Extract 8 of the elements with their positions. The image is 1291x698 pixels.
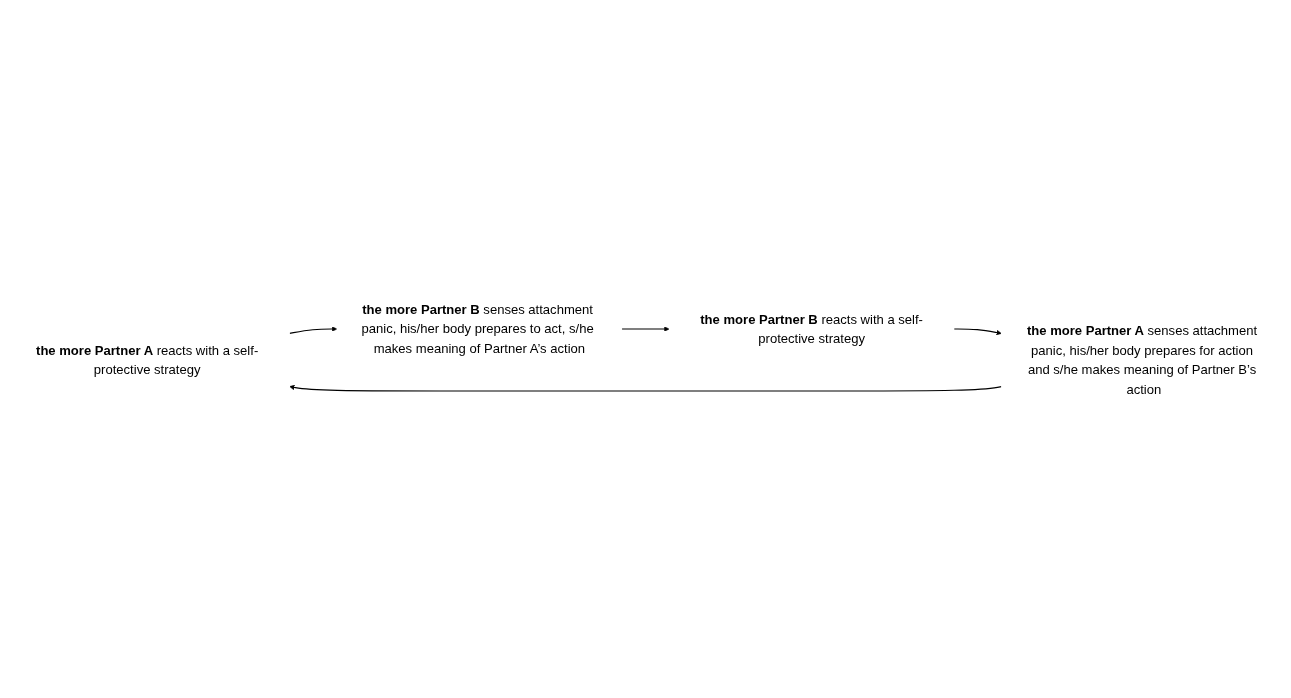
node-text: the more Partner B reacts with a self-protective strategy — [700, 311, 923, 346]
node-text: the more Partner A senses attachment panic, his/her body prepares for action and s/he makes meaning of Partner B’s action — [1026, 322, 1258, 397]
arrow — [953, 328, 1002, 335]
arrow — [289, 384, 1003, 392]
arrow — [621, 326, 670, 332]
node-text: the more Partner A reacts with a self-protective strategy — [36, 342, 259, 377]
node-text: the more Partner B senses attachment panic, his/her body prepares to act, s/he makes meaning of Partner A’s action — [361, 301, 594, 356]
arrow — [288, 326, 338, 334]
